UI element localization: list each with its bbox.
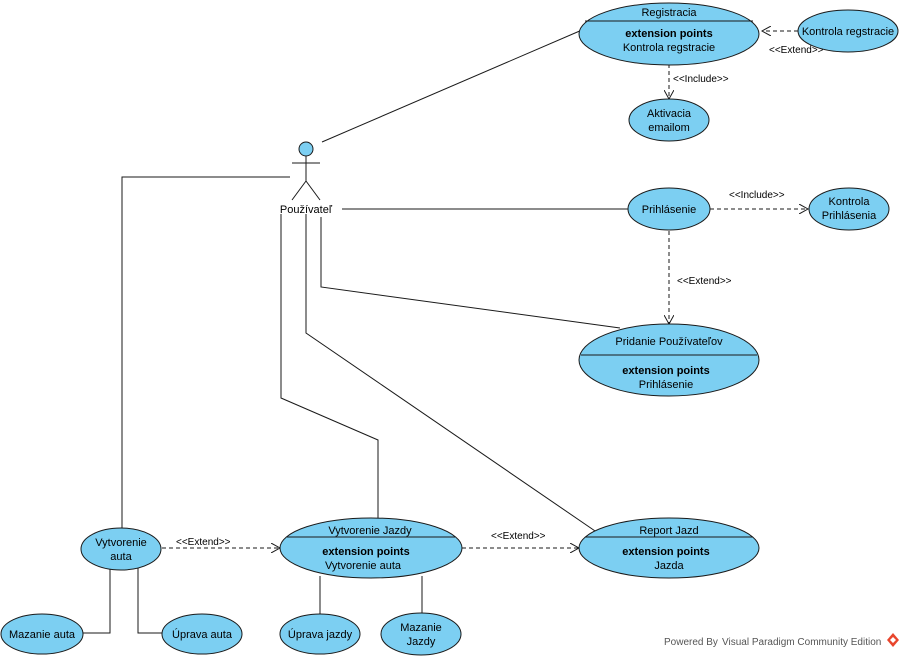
usecase-registracia[interactable]: Registracia extension points Kontrola re… [578, 2, 760, 66]
actor-leg-right [305, 180, 321, 201]
usecase-vytvorenie-auta-shape [80, 527, 162, 571]
usecase-aktivacia-emailom[interactable]: Aktivacia emailom [628, 98, 710, 142]
usecase-pridanie-pouzivatelov[interactable]: Pridanie Používateľov extension points P… [578, 323, 760, 397]
watermark-product: Visual Paradigm Community Edition [722, 637, 881, 648]
actor-label: Používateľ [280, 204, 333, 216]
usecase-mazanie-auta-shape [0, 613, 84, 655]
usecase-vytvorenie-jazdy-shape [279, 517, 463, 579]
usecase-mazanie-jazdy[interactable]: Mazanie Jazdy [380, 612, 462, 656]
assoc-auta-uprava [137, 566, 162, 634]
usecase-report-jazd-ext-point: Jazda [654, 560, 684, 572]
usecase-registracia-ext-heading: extension points [625, 28, 712, 40]
assoc-auta-mazanie [83, 565, 111, 634]
usecase-uprava-jazdy[interactable]: Úprava jazdy [279, 613, 361, 655]
usecase-prihlasenie-shape [627, 187, 711, 231]
usecase-report-jazd-ext-heading: extension points [622, 546, 709, 558]
usecase-uprava-auta[interactable]: Úprava auta [161, 613, 243, 655]
assoc-actor-report-jazd [305, 214, 599, 534]
usecase-uprava-jazdy-shape [279, 613, 361, 655]
actor-head [298, 141, 314, 157]
usecase-pridanie-ext-point: Prihlásenie [639, 379, 693, 391]
usecase-report-jazd[interactable]: Report Jazd extension points Jazda [578, 517, 760, 579]
usecase-prihlasenie[interactable]: Prihlásenie [627, 187, 711, 231]
stereotype-extend-kontrola: <<Extend>> [769, 45, 824, 56]
usecase-vytvorenie-jazdy-ext-heading: extension points [322, 546, 409, 558]
stereotype-extend-pridanie: <<Extend>> [677, 276, 732, 287]
usecase-kontrola-prihlasenia-line1: Kontrola [829, 196, 871, 208]
usecase-pridanie-label: Pridanie Používateľov [615, 336, 723, 348]
usecase-report-jazd-shape [578, 517, 760, 579]
stereotype-include-aktivacia: <<Include>> [673, 74, 729, 85]
stereotype-extend-auta-jazdy: <<Extend>> [176, 537, 231, 548]
dependencies [162, 31, 808, 548]
usecase-report-jazd-label: Report Jazd [639, 525, 698, 537]
usecase-kontrola-regstracie-label: Kontrola regstracie [802, 26, 894, 38]
stereotype-labels: <<Extend>> <<Include>> <<Include>> <<Ext… [176, 45, 824, 548]
usecase-vytvorenie-auta-line1: Vytvorenie [95, 537, 147, 549]
usecase-mazanie-auta[interactable]: Mazanie auta [0, 613, 84, 655]
stereotype-include-prihlasenia: <<Include>> [729, 190, 785, 201]
usecase-aktivacia-line1: Aktivacia [647, 108, 692, 120]
usecase-kontrola-prihlasenia-shape [808, 187, 890, 231]
assoc-actor-registracia [321, 29, 583, 143]
assoc-actor-vytvorenie-jazdy [280, 214, 379, 520]
usecase-kontrola-regstracie[interactable]: Kontrola regstracie [797, 9, 899, 53]
stereotype-extend-jazdy-report: <<Extend>> [491, 531, 546, 542]
usecase-prihlasenie-label: Prihlásenie [642, 204, 696, 216]
usecase-kontrola-prihlasenia[interactable]: Kontrola Prihlásenia [808, 187, 890, 231]
assoc-actor-vytvorenie-auta [121, 176, 290, 534]
usecase-vytvorenie-auta[interactable]: Vytvorenie auta [80, 527, 162, 571]
usecase-mazanie-jazdy-line2: Jazdy [407, 636, 436, 648]
watermark: Powered By Visual Paradigm Community Edi… [664, 633, 899, 648]
assoc-actor-pridanie [320, 217, 621, 329]
usecase-vytvorenie-auta-line2: auta [110, 551, 132, 563]
usecase-registracia-label: Registracia [641, 7, 697, 19]
usecase-vytvorenie-jazdy[interactable]: Vytvorenie Jazdy extension points Vytvor… [279, 517, 463, 579]
visual-paradigm-logo-icon [887, 633, 899, 647]
actor-pouzivatel[interactable]: Používateľ [280, 141, 333, 216]
usecase-pridanie-ext-heading: extension points [622, 365, 709, 377]
usecase-aktivacia-line2: emailom [648, 122, 690, 134]
usecase-vytvorenie-jazdy-label: Vytvorenie Jazdy [328, 525, 412, 537]
usecase-mazanie-jazdy-line1: Mazanie [400, 622, 442, 634]
usecase-mazanie-auta-label: Mazanie auta [9, 629, 76, 641]
usecase-uprava-jazdy-label: Úprava jazdy [288, 628, 353, 641]
usecase-kontrola-regstracie-shape [797, 9, 899, 53]
usecase-aktivacia-shape [628, 98, 710, 142]
usecase-mazanie-jazdy-shape [380, 612, 462, 656]
actor-leg-left [291, 180, 307, 201]
usecase-pridanie-shape [578, 323, 760, 397]
usecase-vytvorenie-jazdy-ext-point: Vytvorenie auta [325, 560, 402, 572]
usecase-registracia-ext-point: Kontrola regstracie [623, 42, 715, 54]
usecase-registracia-shape [578, 2, 760, 66]
usecase-uprava-auta-label: Úprava auta [172, 628, 233, 641]
watermark-prefix: Powered By [664, 637, 718, 648]
associations [83, 29, 628, 634]
usecase-kontrola-prihlasenia-line2: Prihlásenia [822, 210, 877, 222]
usecase-uprava-auta-shape [161, 613, 243, 655]
